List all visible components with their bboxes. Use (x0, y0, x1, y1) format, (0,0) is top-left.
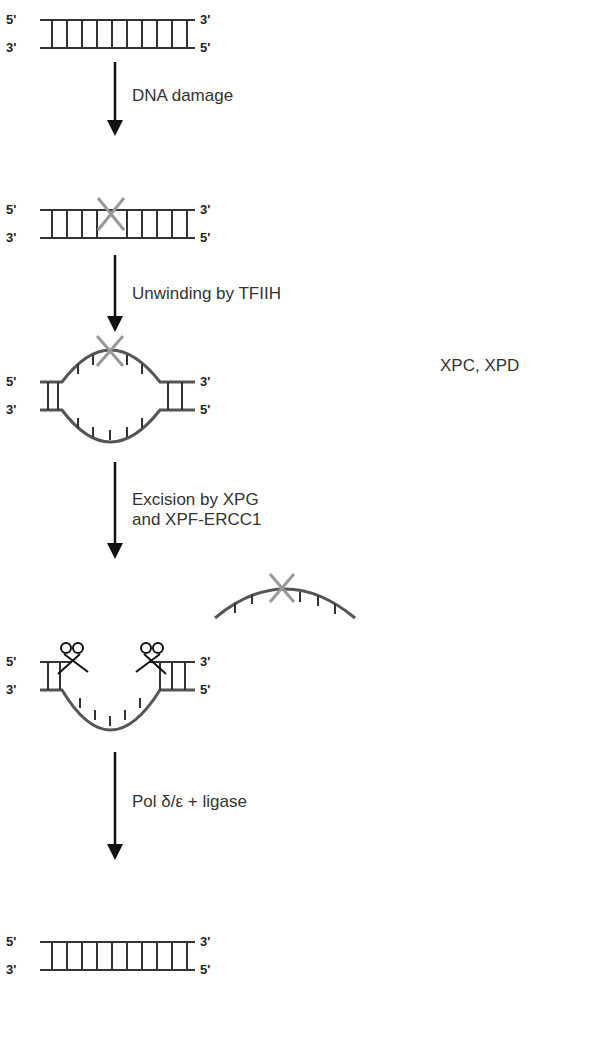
strand-end: 5' (6, 654, 16, 670)
strand-end: 5' (200, 230, 210, 246)
strand-end: 3' (200, 12, 210, 28)
strand-end: 3' (6, 402, 16, 418)
strand-end: 3' (200, 934, 210, 950)
strand-end: 3' (200, 654, 210, 670)
strand-end: 5' (6, 374, 16, 390)
strand-end: 3' (6, 230, 16, 246)
strand-end: 3' (200, 374, 210, 390)
strand-end: 3' (6, 682, 16, 698)
strand-end: 5' (6, 934, 16, 950)
strand-end: 5' (200, 402, 210, 418)
strand-end: 3' (6, 962, 16, 978)
strand-end: 5' (6, 202, 16, 218)
strand-end: 5' (200, 682, 210, 698)
strand-end: 5' (200, 40, 210, 56)
step-label: DNA damage (132, 86, 233, 106)
step-label: Pol δ/ε + ligase (132, 792, 247, 812)
strand-end: 5' (6, 12, 16, 28)
protein-label: XPC, XPD (440, 356, 519, 376)
step-label: Excision by XPG and XPF-ERCC1 (132, 490, 282, 531)
strand-end: 3' (6, 40, 16, 56)
strand-end: 3' (200, 202, 210, 218)
step-label: Unwinding by TFIIH (132, 284, 281, 304)
strand-end: 5' (200, 962, 210, 978)
